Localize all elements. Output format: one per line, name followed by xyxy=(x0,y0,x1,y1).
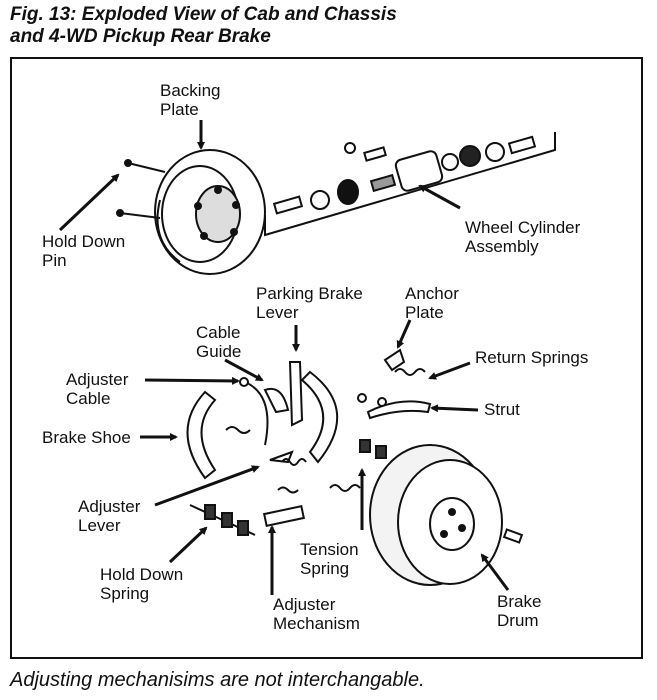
label-adjuster-cable: Adjuster Cable xyxy=(66,370,129,408)
hold-down-pins-part xyxy=(116,159,166,219)
figure-title: Fig. 13: Exploded View of Cab and Chassi… xyxy=(10,4,397,48)
label-cable-guide: Cable Guide xyxy=(196,323,242,361)
label-backing-plate: Backing Plate xyxy=(160,81,221,119)
figure-title-line-2: and 4-WD Pickup Rear Brake xyxy=(10,26,271,47)
brake-shoes-part xyxy=(186,361,339,480)
label-adjuster-lever: Adjuster Lever xyxy=(78,497,141,535)
label-return-springs: Return Springs xyxy=(475,348,589,367)
backing-plate-part xyxy=(154,149,266,275)
label-tension-spring: Tension Spring xyxy=(300,540,359,578)
label-hold-down-pin: Hold Down Pin xyxy=(42,232,126,270)
hold-down-springs-adjuster-part xyxy=(189,439,387,536)
brake-drum-part xyxy=(369,444,524,586)
label-parking-brake-lever: Parking Brake Lever xyxy=(256,284,363,322)
label-adjuster-mechanism: Adjuster Mechanism xyxy=(273,595,360,633)
label-hold-down-spring: Hold Down Spring xyxy=(100,565,184,603)
leader-arrows xyxy=(58,120,510,595)
diagram-frame xyxy=(10,57,643,659)
label-brake-shoe: Brake Shoe xyxy=(42,428,131,447)
figure-title-line-1: Fig. 13: Exploded View of Cab and Chassi… xyxy=(10,4,397,25)
anchor-strut-springs-part xyxy=(277,348,432,494)
label-wheel-cylinder-assembly: Wheel Cylinder Assembly xyxy=(465,218,581,256)
label-anchor-plate: Anchor Plate xyxy=(405,284,459,322)
label-strut: Strut xyxy=(484,400,520,419)
label-brake-drum: Brake Drum xyxy=(497,592,542,630)
figure-caption: Adjusting mechanisims are not interchang… xyxy=(10,669,425,691)
